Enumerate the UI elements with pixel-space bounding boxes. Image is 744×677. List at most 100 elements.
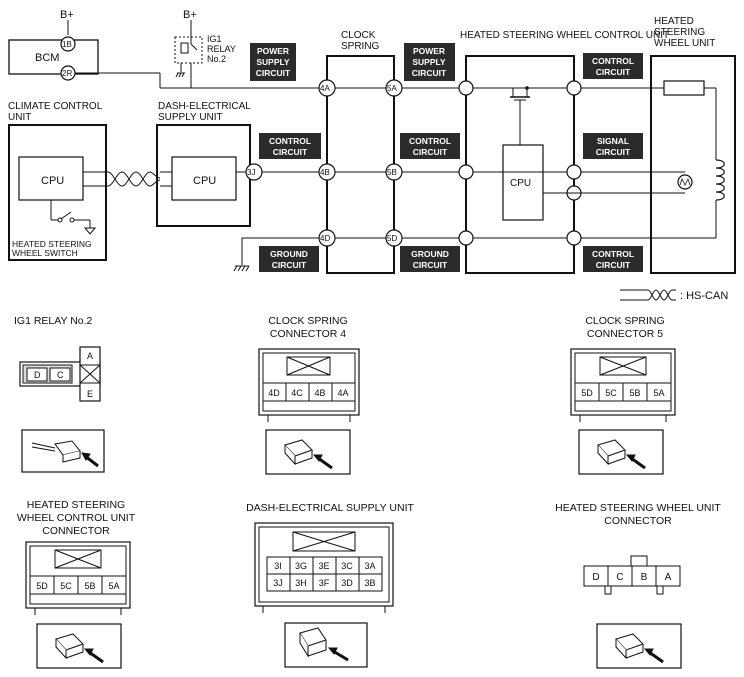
dash-pin-3a: 3A [364, 561, 375, 571]
cs4-pin-4b: 4B [314, 388, 325, 398]
switch-label-2: WHEEL SWITCH [12, 248, 78, 258]
tag-power-supply-2a: POWER [413, 46, 445, 56]
hswu-label-3: WHEEL UNIT [654, 38, 715, 49]
cs4-pin-4c: 4C [291, 388, 303, 398]
hswu-label-2: STEERING [654, 27, 705, 38]
tag-ground-2b: CIRCUIT [413, 260, 448, 270]
hswu-label-1: HEATED [654, 16, 694, 27]
clock-spring: CLOCK SPRING 4A 4B 4D 5A 5B 5D [318, 30, 403, 274]
dash-pin-3f: 3F [319, 578, 330, 588]
tag-control-2a: CONTROL [409, 136, 451, 146]
climate-cpu: CPU [41, 175, 64, 187]
ground-wire [233, 237, 665, 272]
hswu-conn-title-2: CONNECTOR [604, 515, 672, 527]
connector-photo-icon [55, 633, 104, 664]
cs4-title-1: CLOCK SPRING [268, 315, 347, 327]
hswcu-conn-title-2: WHEEL CONTROL UNIT [17, 512, 136, 524]
dash-cpu: CPU [193, 175, 216, 187]
dash-label-1: DASH-ELECTRICAL [158, 101, 251, 112]
heated-steering-switch [60, 211, 72, 220]
cs5-pin-5b: 5B [629, 388, 640, 398]
thermistor-icon [677, 174, 693, 190]
relay-label-3: No.2 [207, 54, 226, 64]
dash-electrical-connector: DASH-ELECTRICAL SUPPLY UNIT 3I 3G 3E 3C … [246, 502, 415, 668]
connector-photo-icon [299, 627, 349, 662]
hswcu-connector: HEATED STEERING WHEEL CONTROL UNIT CONNE… [17, 499, 136, 669]
dash-conn-title: DASH-ELECTRICAL SUPPLY UNIT [246, 502, 414, 514]
clock-spring-label-1: CLOCK [341, 30, 376, 41]
dash-pin-3j: 3J [247, 168, 255, 177]
tag-power-supply-2c: CIRCUIT [412, 68, 447, 78]
climate-label-1: CLIMATE CONTROL [8, 101, 103, 112]
bcm-pin-2r: 2R [62, 69, 72, 78]
ig1-connector-title: IG1 RELAY No.2 [14, 315, 93, 327]
tag-control-4a: CONTROL [592, 249, 634, 259]
relay-label-2: RELAY [207, 44, 236, 54]
hswu-pin-b: B [641, 572, 648, 583]
cs4-pin-4d: 4D [268, 388, 280, 398]
hs-can-twisted-pair [83, 171, 172, 187]
ig1-relay-symbol: IG1 RELAY No.2 [174, 20, 236, 88]
ig1-relay-connector: IG1 RELAY No.2 D C A E [14, 315, 105, 473]
dash-pin-3i: 3I [274, 561, 282, 571]
ig1-pin-e: E [87, 389, 93, 399]
bcm-pin-1b: 1B [62, 40, 72, 49]
tag-control-2b: CIRCUIT [413, 147, 448, 157]
hs-can-legend [620, 289, 676, 301]
bcm: BCM 1B 2R [8, 20, 161, 88]
cs-pin-5d: 5D [387, 234, 397, 243]
cs-pin-4d: 4D [320, 234, 330, 243]
dash-pin-3b: 3B [364, 578, 375, 588]
connector-photo-icon [284, 439, 333, 470]
tag-power-supply-1b: SUPPLY [256, 57, 290, 67]
tag-ground-1a: GROUND [270, 249, 308, 259]
tag-power-supply-1c: CIRCUIT [256, 68, 291, 78]
dash-pin-3j-conn: 3J [273, 578, 283, 588]
relay-label-1: IG1 [207, 34, 222, 44]
cs5-pin-5d: 5D [581, 388, 593, 398]
tag-control-3b: CIRCUIT [596, 67, 631, 77]
hswcu-pin-5c: 5C [60, 581, 72, 591]
dash-pin-3d: 3D [341, 578, 353, 588]
relay-b-plus-label: B+ [183, 9, 197, 21]
cs-pin-4b: 4B [320, 168, 330, 177]
hswcu-cpu: CPU [510, 178, 531, 189]
tag-control-1a: CONTROL [269, 136, 311, 146]
hswu-pin-a: A [665, 572, 672, 583]
hswcu-conn-title-1: HEATED STEERING [27, 499, 125, 511]
cs-pin-4a: 4A [320, 84, 330, 93]
cs5-pin-5a: 5A [653, 388, 664, 398]
hswcu-pin-5d: 5D [36, 581, 48, 591]
cs5-title-1: CLOCK SPRING [585, 315, 664, 327]
hswcu-pin-5b: 5B [84, 581, 95, 591]
cs5-pin-5c: 5C [605, 388, 617, 398]
dash-electrical-supply-unit: DASH-ELECTRICAL SUPPLY UNIT CPU 3J [156, 101, 263, 227]
ig1-pin-a: A [87, 351, 93, 361]
connector-photo-icon [615, 633, 664, 664]
clock-spring-connector-4: CLOCK SPRING CONNECTOR 4 4D 4C 4B 4A [258, 315, 360, 475]
tag-control-4b: CIRCUIT [596, 260, 631, 270]
tag-power-supply-1a: POWER [257, 46, 289, 56]
tag-ground-2a: GROUND [411, 249, 449, 259]
tag-signal-b: CIRCUIT [596, 147, 631, 157]
tag-control-3a: CONTROL [592, 56, 634, 66]
circuit-tags: POWER SUPPLY CIRCUIT POWER SUPPLY CIRCUI… [250, 43, 643, 272]
connector-photo-icon [597, 439, 646, 470]
heated-steering-wheel-unit: HEATED STEERING WHEEL UNIT [650, 16, 736, 274]
tag-control-1b: CIRCUIT [273, 147, 308, 157]
hswu-connector: HEATED STEERING WHEEL UNIT CONNECTOR D C… [555, 502, 721, 669]
hswu-pin-c: C [616, 572, 623, 583]
hswu-conn-title-1: HEATED STEERING WHEEL UNIT [555, 502, 721, 514]
tag-power-supply-2b: SUPPLY [412, 57, 446, 67]
climate-label-2: UNIT [8, 112, 31, 123]
cs-pin-5a: 5A [387, 84, 397, 93]
clock-spring-connector-5: CLOCK SPRING CONNECTOR 5 5D 5C 5B 5A [570, 315, 676, 475]
heater-element [663, 80, 705, 96]
cs-pin-5b: 5B [387, 168, 397, 177]
dash-pin-3h: 3H [295, 578, 307, 588]
dash-label-2: SUPPLY UNIT [158, 112, 223, 123]
tag-ground-1b: CIRCUIT [272, 260, 307, 270]
bcm-b-plus-label: B+ [60, 9, 74, 21]
cs4-pin-4a: 4A [337, 388, 348, 398]
hswcu-title: HEATED STEERING WHEEL CONTROL UNIT [460, 30, 669, 41]
